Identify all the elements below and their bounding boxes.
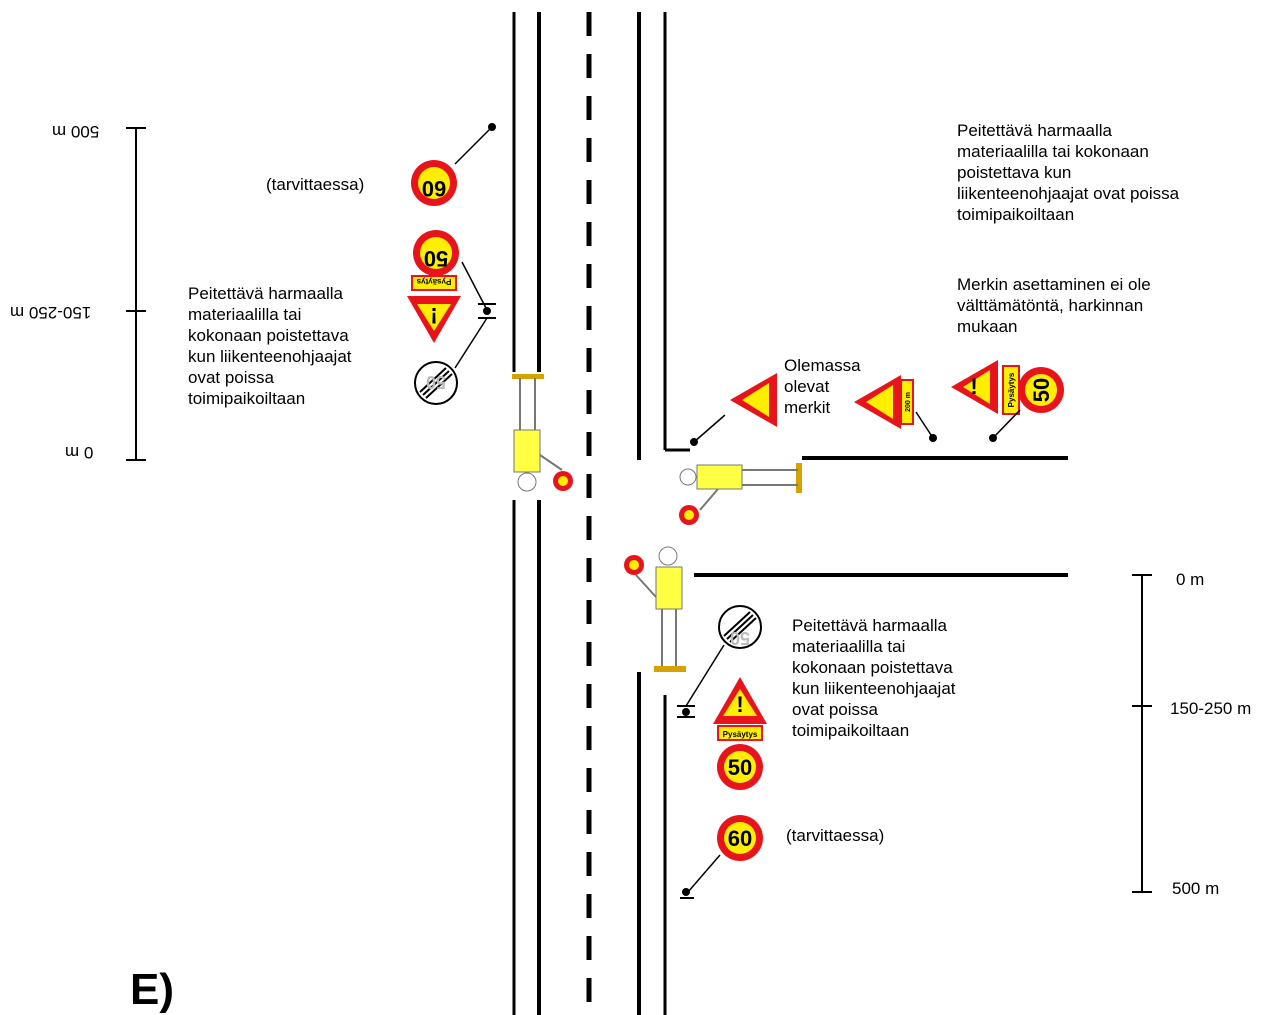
note-bottom-cover: Peitettävä harmaalla materiaalilla tai k… [792,616,956,740]
distance-scale-right [1132,574,1152,893]
distance-plate: 200 m [905,392,912,412]
traffic-controller-lower [624,546,686,672]
warning-sign-side: ! [970,374,977,399]
stop-plate-side: Pysäytys [1007,372,1016,407]
speed-50-sign-lower: 50 [728,755,752,780]
end-limit-sign-lower: 50 [730,628,750,648]
note-right-cover: Peitettävä harmaalla materiaalilla tai k… [957,121,1180,224]
scale-right-mid-label: 150-250 m [1170,699,1252,718]
speed-60-sign-upper: 60 [422,176,446,201]
note-bottom-optional: (tarvittaessa) [786,826,885,845]
note-right-optional-sign: Merkin asettaminen ei ole välttämätöntä,… [957,275,1151,336]
speed-50-sign-side: 50 [1029,378,1054,402]
note-left-optional: (tarvittaessa) [266,175,365,194]
note-existing-signs: Olemassa olevat merkit [784,356,861,417]
scale-right-top-label: 0 m [1176,570,1205,589]
upper-left-signs: 60 50 Pysäytys ! 50 [407,123,496,405]
road-markings [512,12,1068,1015]
stop-plate-lower: Pysäytys [723,730,758,739]
scale-left-bottom-label: 0 m [65,443,94,462]
scale-right-bottom-label: 500 m [1172,879,1220,898]
scale-left-top-label: 500 m [52,122,100,141]
speed-50-sign-upper: 50 [424,246,448,271]
diagram-label: E) [130,965,174,1014]
speed-60-sign-lower: 60 [728,826,752,851]
warning-sign-upper: ! [430,303,437,328]
lower-signs: 50 ! Pysäytys 50 60 [677,605,767,899]
existing-side-road-signs: 200 m ! Pysäytys 50 [690,360,1064,446]
traffic-controller-upper [512,374,573,492]
note-left-cover: Peitettävä harmaalla materiaalilla tai k… [188,284,352,408]
warning-sign-lower: ! [736,692,743,717]
distance-scale-left [126,127,146,461]
traffic-controller-side [679,463,802,525]
stop-plate-upper: Pysäytys [416,277,451,286]
end-limit-sign-upper: 50 [426,372,446,392]
scale-left-mid-label: 150-250 m [10,303,92,322]
